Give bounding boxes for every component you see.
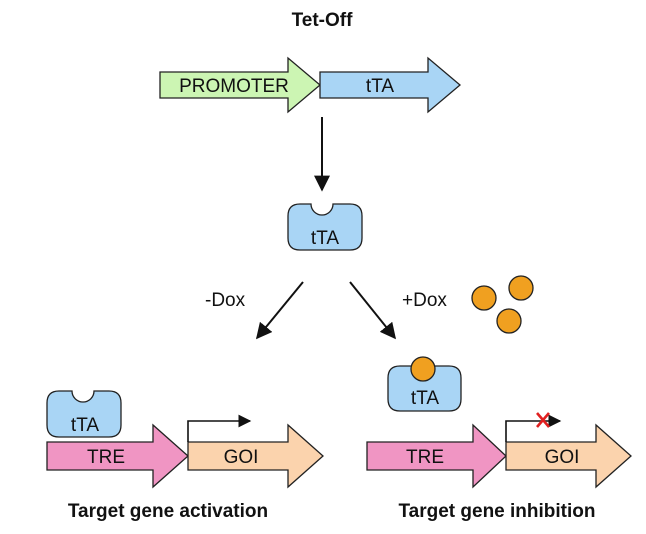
left-tre-label: TRE (87, 447, 125, 468)
block-x-icon (536, 412, 550, 428)
diagram-title: Tet-Off (292, 10, 354, 31)
right-tre-arrow (366, 423, 507, 489)
right-tre-label: TRE (406, 447, 444, 468)
promoter-label: PROMOTER (179, 76, 289, 97)
left-goi-arrow (187, 423, 324, 489)
dox-molecule (496, 308, 522, 334)
right-panel: tTA TRE GOI Target gene inhibition (366, 356, 632, 522)
minus-dox-arrow (255, 281, 304, 340)
dox-molecules (471, 275, 534, 334)
minus-dox-label: -Dox (205, 290, 246, 311)
tta-gene-arrow (319, 56, 462, 114)
left-tre-arrow (46, 423, 189, 489)
tta-protein: tTA (287, 203, 363, 251)
construct: PROMOTER tTA (159, 56, 462, 114)
bound-dox (410, 356, 436, 382)
left-tta-protein (46, 390, 122, 438)
right-tta-label: tTA (411, 388, 439, 409)
left-caption: Target gene activation (68, 501, 268, 522)
tta-gene-label: tTA (366, 76, 394, 97)
plus-dox-label: +Dox (402, 290, 447, 311)
right-caption: Target gene inhibition (398, 501, 595, 522)
left-tta-label: tTA (71, 415, 99, 436)
tta-protein-label: tTA (311, 228, 339, 249)
left-panel: tTA TRE GOI Target gene activation (46, 390, 324, 522)
left-goi-label: GOI (224, 447, 259, 468)
right-goi-label: GOI (545, 447, 580, 468)
promoter-arrow (159, 56, 322, 114)
left-transcription-arrow (187, 414, 252, 442)
dox-molecule (471, 285, 497, 311)
dox-molecule (508, 275, 534, 301)
plus-dox-arrow (349, 281, 397, 340)
right-transcription-arrow (505, 414, 562, 442)
right-goi-arrow (505, 423, 632, 489)
